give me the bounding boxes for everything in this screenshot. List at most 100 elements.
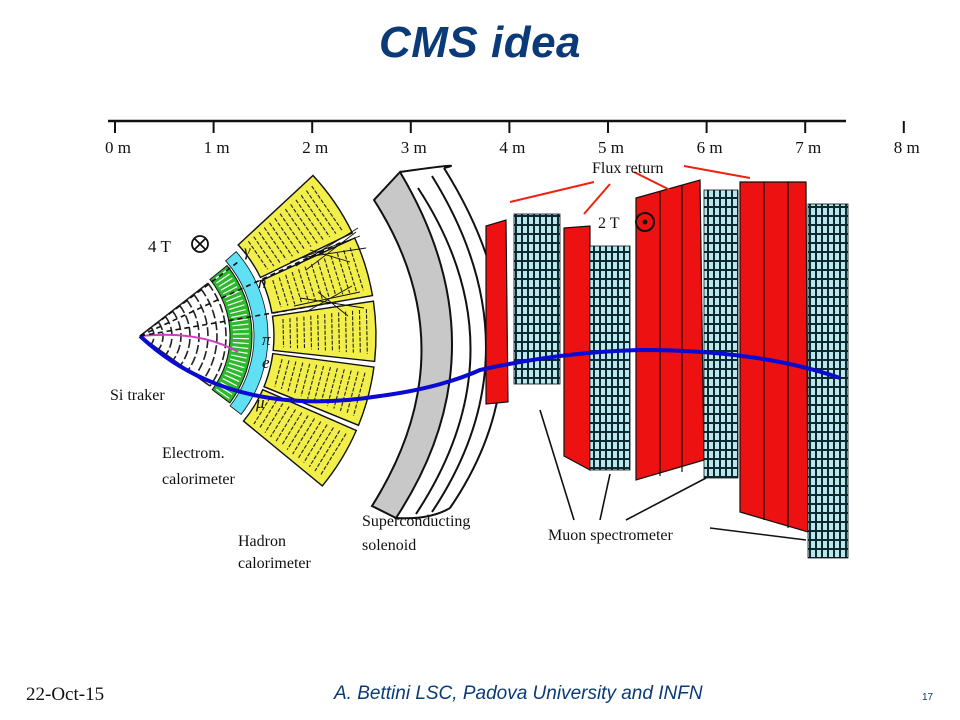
hcal-absorber (317, 261, 330, 298)
ecal-crystal (215, 388, 230, 399)
ecal-crystal (231, 318, 248, 323)
hcal-absorber (297, 421, 322, 459)
hcal-absorber (310, 263, 323, 299)
field-2t-label: 2 T (598, 215, 620, 232)
hcal-absorber (349, 247, 364, 291)
ecal-crystal (229, 358, 246, 364)
muon-track (138, 334, 841, 404)
ecal-crystal (231, 350, 248, 354)
ecal-crystal (232, 341, 249, 345)
hcal-absorber (351, 310, 354, 353)
hcal-absorber (296, 317, 299, 349)
ecal-crystal (232, 346, 249, 350)
scale-tick-label: 1 m (204, 138, 230, 157)
hcal-absorber (365, 309, 368, 354)
tracker-layer (193, 293, 209, 376)
hcal-absorber (284, 208, 312, 247)
ecal-crystal (228, 362, 245, 369)
hcal-absorber (313, 365, 325, 402)
hcal-absorber (295, 199, 324, 241)
ecal-crystal (231, 313, 247, 319)
ecal-crystal (232, 328, 249, 331)
hcal-absorber (307, 364, 318, 399)
solenoid-label-2: solenoid (362, 537, 416, 554)
ecal-crystal (225, 370, 242, 378)
hcal-absorber (324, 314, 326, 351)
ecal-crystal (230, 308, 246, 315)
tracker-layer (178, 304, 191, 366)
ecal-crystal (232, 323, 249, 327)
scale-tick-label: 0 m (105, 138, 131, 157)
ecal-crystal (226, 295, 242, 303)
hcal-absorber (247, 240, 269, 270)
hcal-absorber (264, 403, 284, 433)
ecal-crystal (218, 277, 233, 288)
hcal-absorber (336, 252, 351, 294)
hcal-absorber (346, 371, 359, 414)
particle-electron: e (262, 353, 270, 372)
hadron-calorimeter (237, 174, 377, 487)
hcal-absorber (300, 194, 331, 238)
muon-spectrometer-label: Muon spectrometer (548, 527, 674, 544)
particle-muon: μ (255, 393, 265, 412)
hcal-absorber (298, 269, 310, 302)
hcal-wedge (237, 174, 354, 279)
hcal-absorber (345, 311, 347, 353)
footer-date: 22-Oct-15 (26, 684, 105, 705)
ecal-crystal (227, 299, 244, 306)
hcal-absorber (353, 372, 366, 417)
hcal-absorber (272, 280, 282, 308)
ecal-label-1: Electrom. (162, 445, 225, 462)
hadron-showers (289, 227, 367, 317)
scale-tick-label: 5 m (598, 138, 624, 157)
pion-track (139, 333, 239, 353)
superconducting-solenoid (370, 164, 504, 520)
hcal-absorber (319, 433, 347, 476)
ecal-crystal (228, 304, 245, 310)
hcal-absorber (330, 255, 344, 295)
ecal-crystal (222, 377, 238, 387)
hcal-absorber (282, 319, 285, 348)
hcal-absorber (323, 258, 337, 297)
hcal-absorber (280, 360, 290, 390)
track-gamma (139, 261, 239, 337)
hcal-absorber (274, 359, 283, 387)
track-pion-dashed (139, 301, 337, 337)
hcal-absorber (314, 430, 341, 472)
hcal-absorber (270, 406, 290, 438)
hcal-absorber (258, 231, 281, 264)
hcal-wedge (271, 300, 377, 363)
tracker-layer (207, 282, 227, 387)
slide-title: CMS idea (378, 18, 582, 67)
hcal-absorber (274, 217, 300, 254)
hcal-absorber (290, 204, 318, 244)
hcal-absorber (317, 314, 320, 350)
muon-spectrometer-pointers (539, 409, 807, 541)
ecal-crystal (216, 273, 230, 284)
em-calorimeter (209, 264, 253, 404)
ecal-crystal (224, 374, 240, 382)
hcal-absorber (281, 412, 303, 446)
hcal-absorber (339, 370, 352, 412)
track-neutron (139, 241, 343, 337)
hcal-absorber (311, 185, 343, 231)
hcal-absorber (326, 368, 338, 407)
hcal-absorber (253, 236, 275, 267)
page-number: 17 (922, 692, 934, 703)
ecal-crystal (230, 354, 247, 359)
scale-tick-label: 7 m (795, 138, 821, 157)
scale-tick-label: 2 m (302, 138, 328, 157)
hcal-absorber (308, 427, 334, 468)
solenoid-label-1: Superconducting (362, 513, 470, 530)
hcal-absorber (331, 313, 333, 352)
hcal-absorber (286, 415, 309, 451)
hcal-absorber (289, 318, 292, 348)
hcal-absorber (320, 366, 332, 404)
field-symbol-in (191, 235, 209, 253)
hcal-absorber (343, 250, 358, 292)
hcal-wedge (263, 352, 375, 427)
hcal-label-1: Hadron (238, 533, 286, 550)
si-tracker-label: Si traker (110, 387, 165, 404)
hcal-absorber (292, 418, 315, 455)
